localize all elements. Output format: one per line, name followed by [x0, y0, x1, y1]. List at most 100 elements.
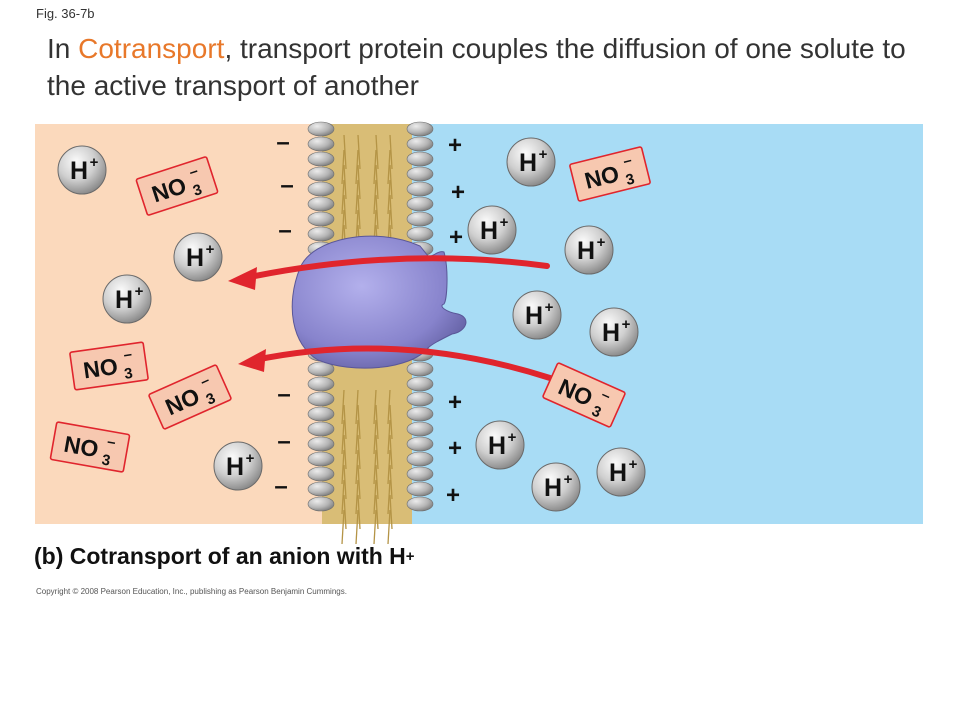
- caption-text: (b) Cotransport of an anion with H: [34, 543, 406, 569]
- lipid-tail: [389, 164, 393, 200]
- nitrate-subscript: 3: [100, 451, 111, 469]
- lipid-tail: [355, 149, 359, 185]
- proton-charge: +: [508, 429, 517, 446]
- nitrate-label: NO: [82, 353, 120, 384]
- lipid-tail: [357, 194, 361, 230]
- proton-ion: H+: [467, 205, 517, 255]
- proton-sphere: [102, 274, 152, 324]
- proton-charge: +: [622, 316, 631, 333]
- title-highlight: Cotransport: [78, 33, 225, 64]
- phospholipid-head: [406, 391, 434, 407]
- lipid-tail: [387, 179, 391, 215]
- proton-ion: H+: [596, 447, 646, 497]
- lipid-tail: [341, 509, 345, 545]
- nitrate-label-box: [148, 364, 232, 430]
- lipid-tail: [375, 134, 379, 170]
- negative-charge: –: [278, 217, 291, 244]
- lipid-tail: [387, 509, 391, 545]
- lipid-tail: [343, 164, 347, 200]
- caption-superscript: +: [405, 548, 415, 565]
- lipid-tail: [387, 419, 391, 455]
- figure-label: Fig. 36-7b: [36, 6, 95, 21]
- lipid-tail: [357, 464, 361, 500]
- phospholipid-head: [406, 406, 434, 422]
- lipid-tail: [357, 434, 361, 470]
- phospholipid-head: [307, 406, 335, 422]
- phospholipid-head: [406, 211, 434, 227]
- phospholipid-head: [307, 121, 335, 137]
- proton-label: H: [577, 237, 595, 265]
- positive-charge: +: [451, 179, 465, 206]
- proton-charge: +: [629, 456, 638, 473]
- lipid-tail: [343, 194, 347, 230]
- nitrate-charge: –: [621, 152, 633, 171]
- lipid-tail: [373, 449, 377, 485]
- phospholipid-head: [406, 496, 434, 512]
- phospholipid-head: [307, 166, 335, 182]
- proton-sphere: [213, 441, 263, 491]
- nitrate-flow-arrow: [252, 345, 553, 381]
- phospholipid-head: [307, 181, 335, 197]
- phospholipid-head: [406, 121, 434, 137]
- phospholipid-head: [307, 376, 335, 392]
- positive-charge: +: [448, 132, 462, 159]
- lipid-tail: [373, 419, 377, 455]
- proton-sphere: [596, 447, 646, 497]
- lipid-tail: [373, 509, 377, 545]
- lipid-tail: [343, 404, 347, 440]
- lipid-tail: [373, 179, 377, 215]
- phospholipid-head: [307, 136, 335, 152]
- lipid-tail: [389, 134, 393, 170]
- proton-ion: H+: [564, 225, 614, 275]
- lipid-tail: [341, 389, 345, 425]
- proton-label: H: [488, 432, 506, 460]
- proton-label: H: [70, 157, 88, 185]
- phospholipid-head: [307, 361, 335, 377]
- proton-sphere: [475, 420, 525, 470]
- arrowhead: [228, 267, 257, 290]
- proton-label: H: [609, 459, 627, 487]
- phospholipid-head: [406, 196, 434, 212]
- nitrate-label-box: [135, 156, 219, 216]
- lipid-tail: [341, 419, 345, 455]
- phospholipid-head: [406, 181, 434, 197]
- phospholipid-head: [406, 481, 434, 497]
- proton-sphere: [173, 232, 223, 282]
- proton-ion: H+: [57, 145, 107, 195]
- lipid-tail: [375, 464, 379, 500]
- lipid-tail: [375, 164, 379, 200]
- phospholipid-head: [406, 151, 434, 167]
- positive-charge: +: [448, 389, 462, 416]
- proton-charge: +: [564, 471, 573, 488]
- proton-sphere: [564, 225, 614, 275]
- nitrate-label-box: [69, 341, 149, 391]
- lipid-tail: [341, 449, 345, 485]
- title-start: In: [47, 33, 79, 64]
- lipid-tail: [373, 389, 377, 425]
- lipid-tail: [343, 134, 347, 170]
- proton-ion: H+: [102, 274, 152, 324]
- lipid-tail: [357, 134, 361, 170]
- lipid-tail: [355, 389, 359, 425]
- lipid-tail: [357, 164, 361, 200]
- lipid-tail: [343, 494, 347, 530]
- proton-ion: H+: [213, 441, 263, 491]
- proton-ion: H+: [589, 307, 639, 357]
- nitrate-subscript: 3: [123, 365, 134, 383]
- lipid-tail: [389, 434, 393, 470]
- lipid-tail: [343, 464, 347, 500]
- phospholipid-head: [307, 451, 335, 467]
- lipid-tail: [355, 179, 359, 215]
- nitrate-label-box: [542, 362, 626, 428]
- lipid-tail: [387, 449, 391, 485]
- proton-sphere: [467, 205, 517, 255]
- figure-caption: (b) Cotransport of an anion with H+: [34, 543, 415, 570]
- lipid-tail: [387, 149, 391, 185]
- proton-sphere: [57, 145, 107, 195]
- nitrate-label-box: [569, 146, 651, 202]
